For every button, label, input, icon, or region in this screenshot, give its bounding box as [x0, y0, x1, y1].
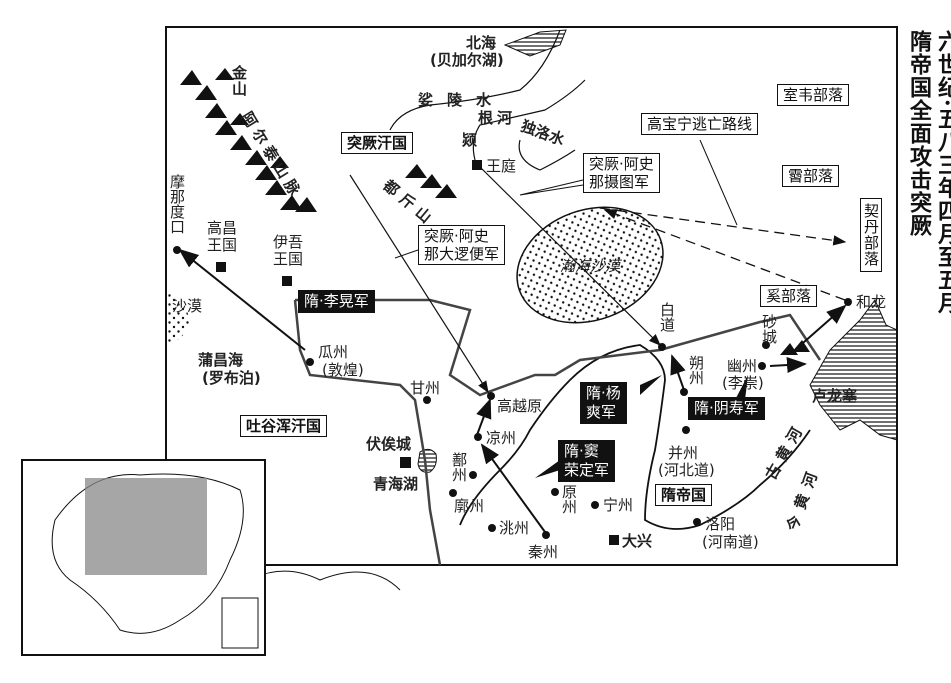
label-fusicheng: 伏俟城: [366, 435, 412, 453]
label-baikal: (贝加尔湖): [430, 51, 504, 69]
label-yuanzhou: 原州: [560, 484, 578, 514]
label-qinghaihu: 青海湖: [373, 475, 419, 493]
route-liangzhou: [476, 398, 492, 436]
army-daluobian-line1: 突厥·阿史: [424, 227, 489, 245]
route-gaobaoning-east: [599, 207, 847, 246]
route-daluobian: [349, 174, 489, 394]
lake-qinghai: [417, 448, 437, 473]
label-shanzhou: 鄯州: [450, 452, 468, 482]
label-jiong: 颎: [462, 131, 478, 149]
label-guazhou: 瓜州: [318, 343, 349, 361]
river-genhe: [472, 79, 586, 161]
label-shacheng: 砂城: [760, 314, 778, 344]
label-daxing: 大兴: [622, 532, 653, 550]
label-luobupo: (罗布泊): [202, 369, 261, 387]
map-title: 六世纪·五八三年四月至五月 隋帝国全面攻击突厥: [905, 30, 951, 315]
label-monaduokou: 摩那度口: [168, 174, 186, 234]
callout-daluobian: [394, 249, 419, 259]
doujinshan-mountains-icon: [405, 164, 457, 198]
sea-bohai: [809, 299, 898, 441]
route-lihuang: [178, 248, 306, 351]
river-yellow: [459, 344, 811, 530]
callout-gaobaoning: [699, 139, 738, 226]
shacheng-mountains-icon: [780, 340, 810, 355]
lake-baikal: [503, 29, 567, 57]
label-henandao: (河南道): [702, 533, 759, 551]
label-kuozhou: 廓州: [454, 497, 485, 515]
label-taozhou: 洮州: [499, 519, 530, 537]
callout-shetu: [519, 179, 584, 196]
inset-china-outline: [51, 473, 244, 634]
label-qinzhou: 秦州: [528, 543, 559, 561]
label-luoyang: 洛阳: [705, 515, 736, 533]
route-label-gaobaoning: 高宝宁逃亡路线: [641, 113, 759, 135]
label-gaochang: 高昌王国: [207, 219, 238, 254]
label-hanhai: 瀚海沙漠: [560, 257, 621, 275]
title-line2: 隋帝国全面攻击突厥: [906, 30, 932, 237]
callout-dourongding: [535, 460, 560, 478]
state-tuyuhun: 吐谷浑汗国: [240, 415, 328, 437]
army-yangshuang: 隋·杨 爽军: [580, 382, 627, 424]
army-shetu-line2: 那摄图军: [589, 173, 650, 191]
route-gaobaoning-west: [603, 209, 846, 301]
left-desert: [166, 290, 190, 345]
border-sui-north: [295, 298, 822, 397]
army-dourongding-line2: 荣定军: [564, 461, 610, 479]
tribe-xi-rain: 霫部落: [782, 165, 840, 187]
army-lihuang: 隋·李晃军: [298, 290, 375, 313]
label-wangting: 王庭: [486, 157, 517, 175]
border-sui-west: [293, 299, 442, 566]
army-yinshou: 隋·阴寿军: [688, 397, 765, 420]
army-daluobian: 突厥·阿史 那大逻便军: [418, 225, 506, 265]
state-tujue: 突厥汗国: [341, 132, 414, 154]
inset-south-sea-box: [221, 597, 259, 649]
army-dourongding-line1: 隋·窦: [564, 442, 599, 460]
state-sui: 隋帝国: [655, 484, 713, 506]
army-shetu-line1: 突厥·阿史: [589, 155, 654, 173]
label-shamo: 沙漠: [172, 297, 203, 315]
river-suolingshui: [389, 29, 561, 131]
label-lulongsai: 卢龙塞: [812, 387, 858, 405]
label-dunhuang: (敦煌): [322, 361, 364, 379]
label-puchanghai: 蒲昌海: [198, 351, 244, 369]
label-genhe: 根河: [478, 109, 517, 127]
inset-highlight-area: [85, 478, 207, 575]
army-yangshuang-line1: 隋·杨: [586, 384, 621, 402]
label-liangzhou: 凉州: [486, 429, 517, 447]
tribe-xi: 奚部落: [760, 285, 818, 307]
army-daluobian-line2: 那大逻便军: [424, 245, 500, 263]
label-hebeidao: (河北道): [658, 461, 715, 479]
hanhai-desert: [516, 206, 664, 324]
label-baidao: 白道: [658, 302, 676, 332]
label-suolingshui: 娑陵水: [418, 91, 506, 109]
callout-yangshuang: [640, 375, 662, 395]
label-helong: 和龙: [856, 293, 887, 311]
label-jinshan: 金山: [230, 65, 248, 97]
label-shuozhou: 朔州: [687, 355, 705, 385]
tribe-shiwei: 室韦部落: [777, 84, 850, 106]
label-ningzhou: 宁州: [603, 496, 634, 514]
altai-mountains-icon: [180, 68, 317, 212]
river-duluoshui: [518, 139, 576, 171]
callout-yinshou: [735, 375, 748, 400]
title-line1: 六世纪·五八三年四月至五月: [934, 30, 951, 315]
label-lichong: (李崇): [722, 374, 764, 392]
route-yangshuang: [670, 354, 686, 391]
tribe-qidan: 契丹部落: [860, 198, 882, 272]
label-ganzhou: 甘州: [410, 379, 441, 397]
army-yangshuang-line2: 爽军: [586, 403, 617, 421]
route-shetu: [477, 164, 661, 346]
army-shetu: 突厥·阿史 那摄图军: [583, 153, 660, 193]
label-yiwu: 伊吾王国: [273, 233, 304, 268]
route-dourongding: [480, 443, 546, 533]
label-beihai: 北海: [466, 34, 497, 52]
label-gaoyueyuan: 高越原: [497, 397, 543, 415]
label-bingzhou: 并州: [668, 444, 699, 462]
label-youzhou: 幽州: [727, 357, 758, 375]
city-markers: [173, 160, 852, 545]
army-dourongding: 隋·窦 荣定军: [558, 440, 616, 482]
route-youzhou: [769, 357, 807, 374]
